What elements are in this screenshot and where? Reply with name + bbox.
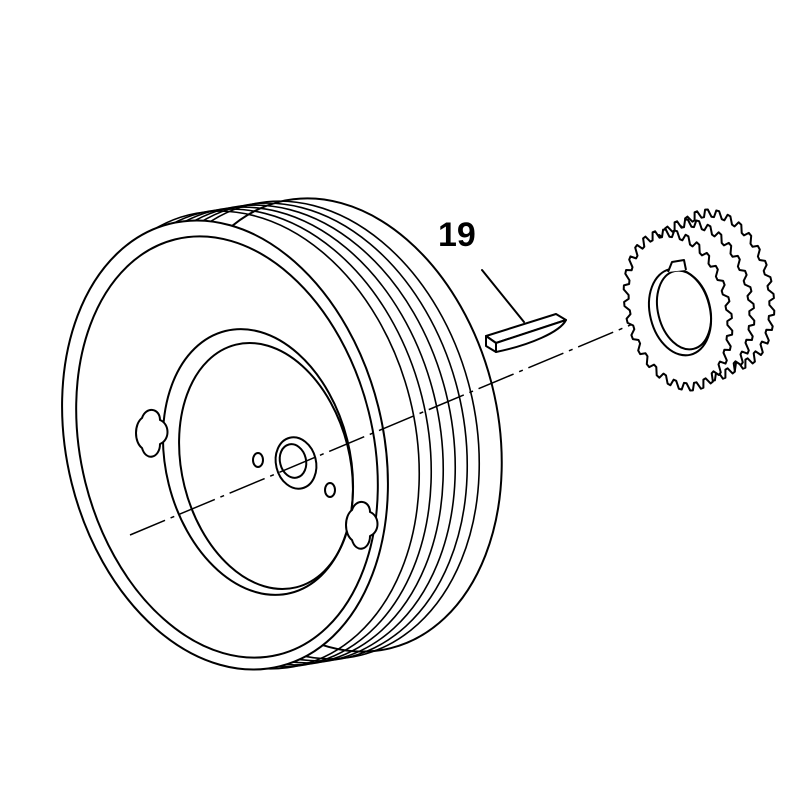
bolt-hole-right [324, 482, 336, 498]
pulley-inner-recess [161, 328, 355, 596]
callout-label-19: 19 [438, 216, 476, 254]
crankshaft-pulley [61, 197, 503, 671]
bolt-hole-left [252, 452, 264, 468]
woodruff-key [485, 313, 567, 353]
callout-leader-line [481, 269, 525, 323]
crankshaft-sprocket [622, 208, 776, 392]
pulley-front-face [61, 219, 389, 671]
slot-left [135, 409, 169, 458]
sprocket-keyway [667, 259, 687, 273]
assembly-axis-line [129, 299, 691, 536]
slot-right [345, 501, 379, 550]
pulley-hub [274, 436, 318, 490]
